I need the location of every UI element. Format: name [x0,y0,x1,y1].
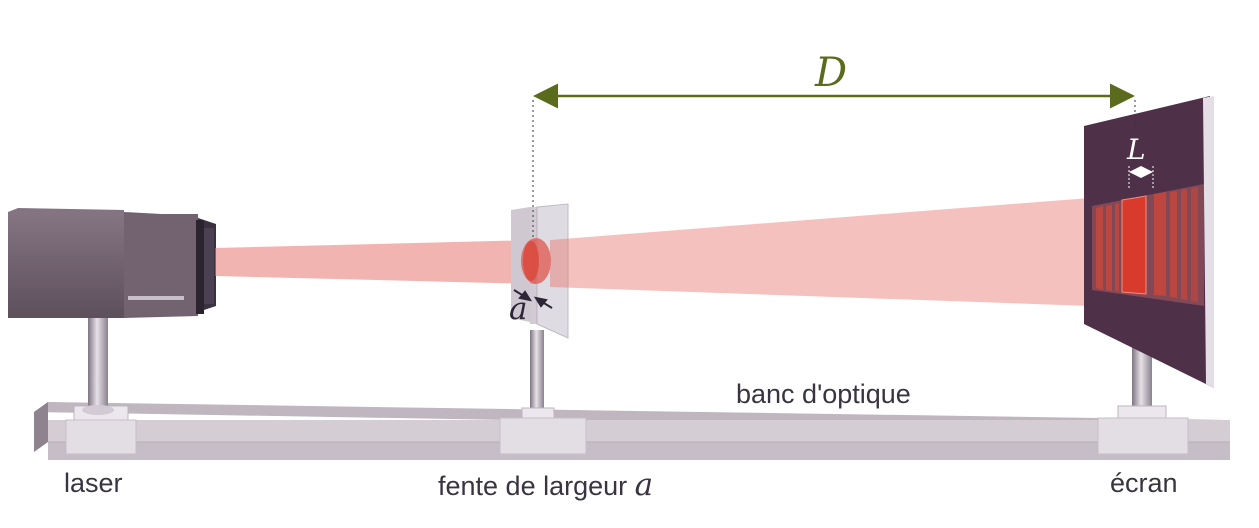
screen-label: écran [1110,468,1178,498]
slit-label: fente de largeur a [438,470,653,501]
fringe-width-indicator [1128,166,1154,190]
screen-post [1097,346,1189,455]
slit-post [499,330,587,455]
central-fringe [1121,195,1147,295]
slit-width-arrows [513,289,553,309]
laser-beam-incident [215,240,536,284]
fringe-width-label: L [1127,133,1146,166]
screen [1084,96,1214,388]
distance-dimension [532,83,1136,240]
optical-bench-label: banc d'optique [736,379,911,409]
distance-label: D [815,50,848,96]
slit-label-variable: a [634,467,654,503]
slit-width-label: a [509,291,528,327]
slit-label-text: fente de largeur [438,471,635,501]
laser-device [8,208,216,318]
laser-beam-diffracted [550,198,1090,306]
laser-label: laser [64,468,123,498]
laser-post [65,318,137,455]
diffraction-pattern [1092,184,1204,306]
optical-bench [34,402,1230,460]
